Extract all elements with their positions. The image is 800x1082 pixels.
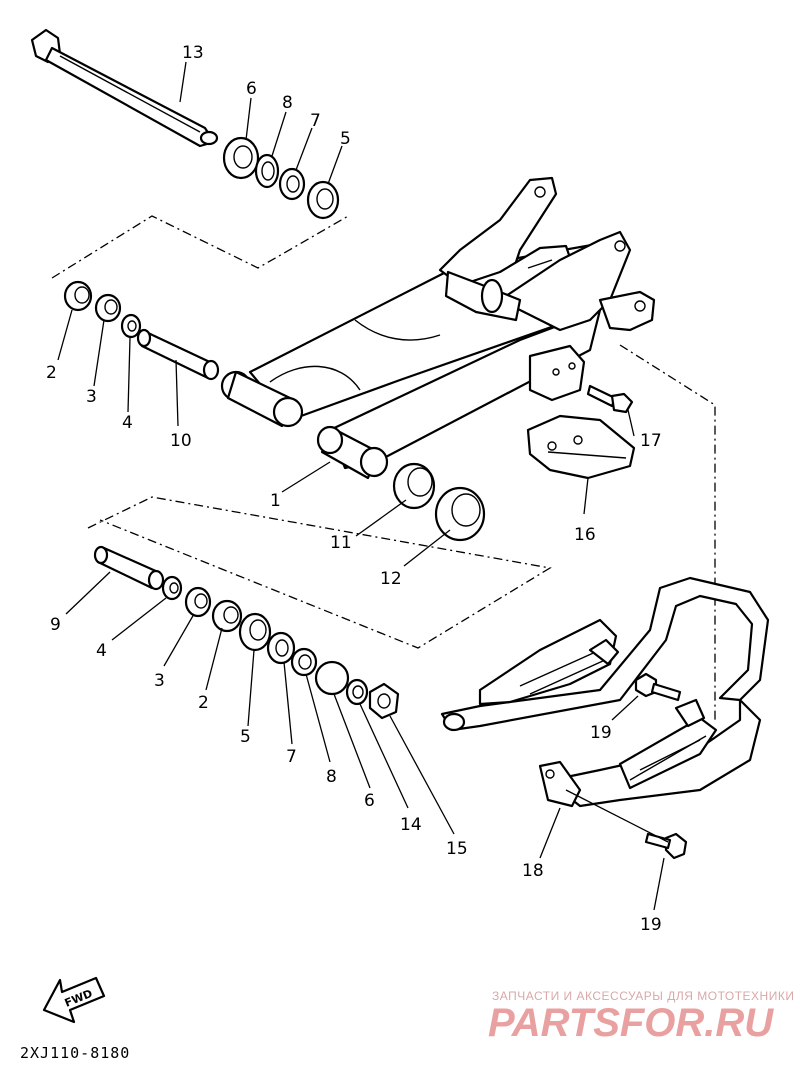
callout-19-lower: 19 (640, 915, 662, 935)
bolt-17 (586, 384, 634, 414)
bolt-19-lower (644, 832, 688, 860)
callout-4-lower: 4 (96, 641, 107, 661)
chain-guide-16 (526, 414, 636, 480)
lower-bearing-set (93, 545, 400, 720)
callout-3-upper: 3 (86, 387, 97, 407)
callout-3-lower: 3 (154, 671, 165, 691)
callout-8-upper: 8 (282, 93, 293, 113)
callout-10: 10 (170, 431, 192, 451)
drawing-code: 2XJ110-8180 (20, 1044, 130, 1062)
callout-2-lower: 2 (198, 693, 209, 713)
callout-15: 15 (446, 839, 468, 859)
pivot-shaft-13 (30, 28, 219, 148)
callout-11: 11 (330, 533, 352, 553)
upper-bearing-set (222, 136, 340, 220)
upper-guide-line (51, 214, 351, 279)
bolt-19-upper (634, 672, 682, 702)
callout-5-upper: 5 (340, 129, 351, 149)
callout-17: 17 (640, 431, 662, 451)
callout-12: 12 (380, 569, 402, 589)
callout-13: 13 (182, 43, 204, 63)
callout-6-upper: 6 (246, 79, 257, 99)
callout-labels: 13 6 8 7 5 2 3 4 10 1 17 16 11 12 9 4 3 … (46, 43, 662, 935)
swingarm-1 (220, 176, 656, 480)
callout-6-lower: 6 (364, 791, 375, 811)
callout-7-upper: 7 (310, 111, 321, 131)
bolt-19-lower-guide (565, 789, 669, 843)
seal-12 (434, 486, 486, 542)
leader-lines (57, 61, 665, 911)
fwd-arrow-icon: FWD (42, 976, 106, 1024)
callout-19-upper: 19 (590, 723, 612, 743)
callout-1: 1 (270, 491, 281, 511)
callout-14: 14 (400, 815, 422, 835)
watermark-caption: ЗАПЧАСТИ И АКСЕССУАРЫ ДЛЯ МОТОТЕХНИКИ (492, 989, 794, 1003)
callout-18: 18 (522, 861, 544, 881)
left-bearing-set (63, 280, 220, 381)
callout-7-lower: 7 (286, 747, 297, 767)
watermark-logo: PARTSFOR.RU (488, 1001, 774, 1045)
middle-guide-line (87, 496, 552, 649)
callout-9: 9 (50, 615, 61, 635)
callout-4-upper: 4 (122, 413, 133, 433)
callout-8-lower: 8 (326, 767, 337, 787)
callout-16: 16 (574, 525, 596, 545)
collar-11 (392, 462, 436, 510)
callout-5-lower: 5 (240, 727, 251, 747)
callout-2-upper: 2 (46, 363, 57, 383)
footrest-assembly-18 (440, 576, 770, 808)
